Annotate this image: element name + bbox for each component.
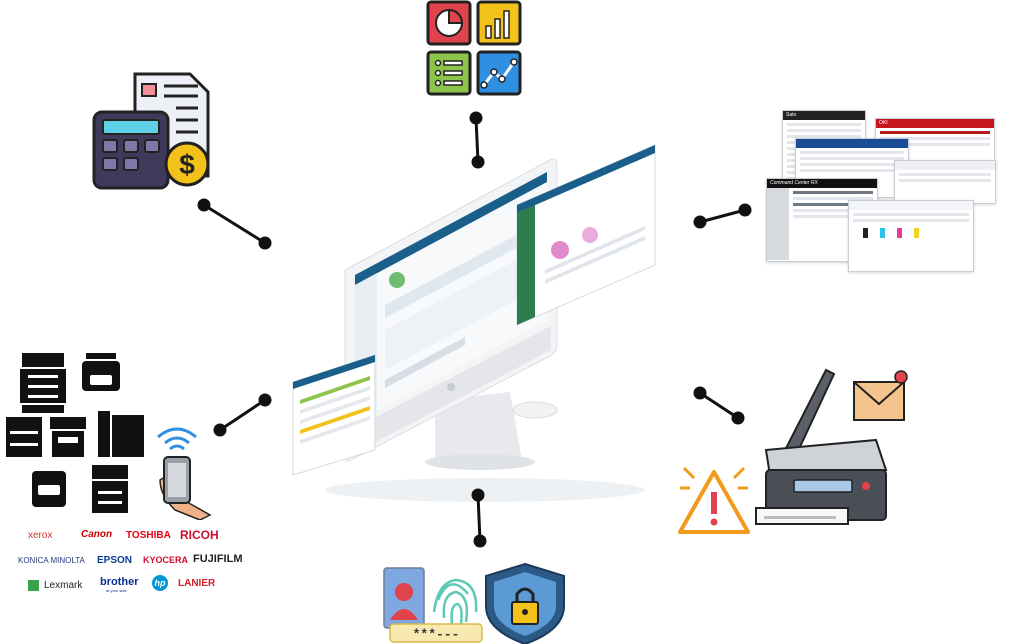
mobile-print-icon: [157, 427, 212, 520]
lexmark-logo: Lexmark: [44, 580, 83, 591]
lanier-logo: LANIER: [178, 578, 216, 589]
fingerprint-icon: [432, 578, 478, 631]
brother-logo: brother: [100, 576, 139, 588]
oki-logo: OKI: [879, 120, 888, 126]
printer-fleet-icons: [6, 353, 212, 520]
shield-lock-icon: [485, 562, 565, 644]
fujifilm-logo: FUJIFILM: [193, 553, 243, 565]
command-center-title: Command Center RX: [770, 180, 818, 186]
ricoh-logo: RICOH: [180, 528, 219, 542]
sato-logo: Sato: [786, 112, 797, 118]
epson-logo: EPSON: [97, 555, 133, 566]
toner-web-console: [848, 200, 974, 272]
kyocera-logo: KYOCERA: [143, 555, 189, 565]
lexmark-mark-icon: [28, 580, 39, 591]
brother-tagline: at your side: [106, 588, 127, 593]
status-web-console: [894, 160, 996, 204]
warning-icon: [678, 466, 750, 534]
xerox-logo: xerox: [28, 530, 53, 541]
analytics-icon: [426, 0, 522, 96]
billing-calculator-icon: $: [92, 72, 210, 190]
svg-text:$: $: [179, 149, 195, 180]
konica-minolta-logo: KONICA MINOLTA: [18, 556, 85, 565]
password-mask: ***---: [413, 627, 460, 642]
hp-logo: hp: [152, 575, 168, 591]
envelope-icon: [853, 370, 908, 421]
monitor-illustration: [292, 144, 656, 502]
user-id-card-icon: [383, 567, 425, 629]
scanner-alert-icon: [678, 368, 908, 534]
security-icons: ***---: [383, 562, 565, 644]
toshiba-logo: TOSHIBA: [126, 530, 171, 541]
canon-logo: Canon: [81, 529, 113, 540]
